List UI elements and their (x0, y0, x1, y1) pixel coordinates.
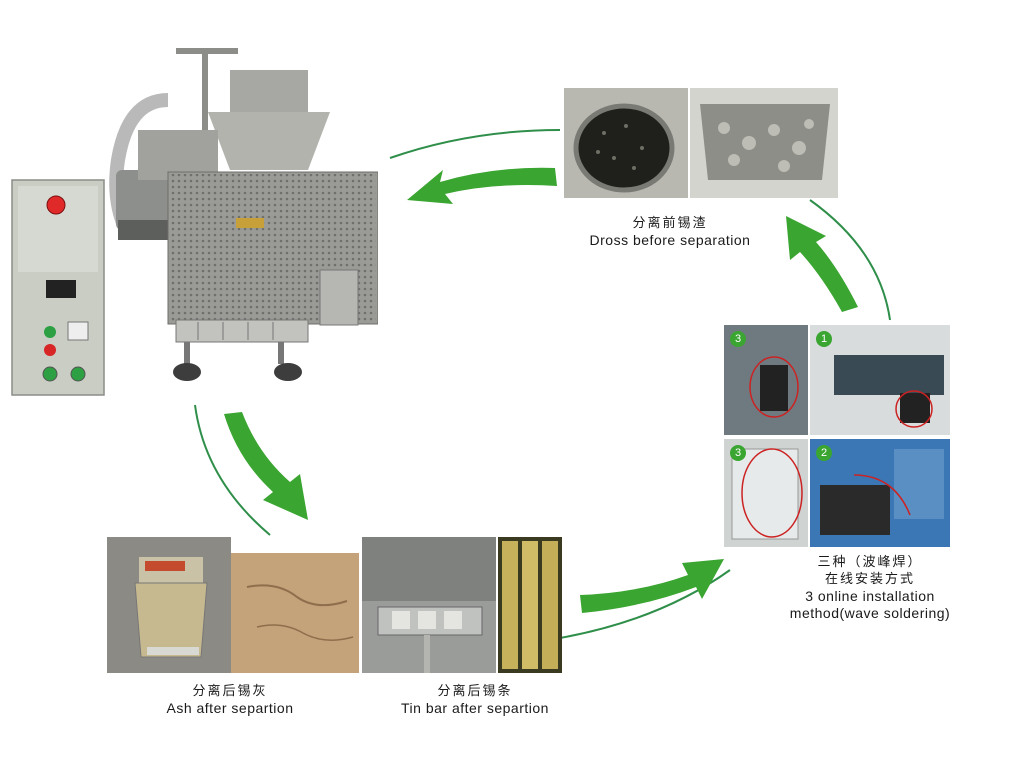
arrow-to-dross (786, 216, 858, 312)
dross-caption-zh: 分离前锡渣 (632, 216, 708, 231)
ash-drawer (175, 319, 309, 343)
install-badge-b: 1 (816, 331, 832, 347)
arrow-to-ash (224, 412, 308, 520)
green-button-icon (44, 326, 56, 338)
install-caption-en-1: 3 online installation (805, 588, 935, 604)
install-caption-zh-1: 三种（波峰焊） (817, 555, 923, 570)
ash-caption: 分离后锡灰 Ash after separtion (130, 683, 330, 717)
temperature-display (46, 280, 76, 298)
arrow-to-machine (407, 167, 557, 204)
dross-caption-en: Dross before separation (589, 232, 751, 248)
dross-caption: 分离前锡渣 Dross before separation (560, 215, 780, 249)
install-caption: 三种（波峰焊） 在线安装方式 3 online installation met… (770, 554, 970, 622)
ash-photo-closeup (231, 537, 359, 673)
arc-left (194, 404, 271, 536)
emergency-stop-icon (46, 195, 66, 215)
ash-caption-en: Ash after separtion (166, 700, 294, 716)
separator-machine (8, 40, 378, 400)
tinbar-caption-en: Tin bar after separtion (401, 700, 549, 716)
arc-top (389, 129, 561, 159)
install-badge-d: 2 (816, 445, 832, 461)
ash-photos (107, 537, 359, 673)
arrow-to-install (580, 559, 724, 613)
install-caption-en-2: method(wave soldering) (789, 605, 951, 621)
tinbar-caption: 分离后锡条 Tin bar after separtion (370, 683, 580, 717)
install-photos: 3 1 3 2 (724, 325, 950, 547)
dross-photos (564, 88, 838, 198)
ash-caption-zh: 分离后锡灰 (192, 684, 268, 699)
arc-right (809, 199, 891, 321)
tinbar-caption-zh: 分离后锡条 (437, 684, 513, 699)
arc-bottom (559, 569, 731, 639)
install-caption-zh-2: 在线安装方式 (824, 572, 915, 587)
tinbar-photos (362, 537, 562, 673)
install-badge-c: 3 (730, 445, 746, 461)
red-button-icon (44, 344, 56, 356)
install-badge-a: 3 (730, 331, 746, 347)
